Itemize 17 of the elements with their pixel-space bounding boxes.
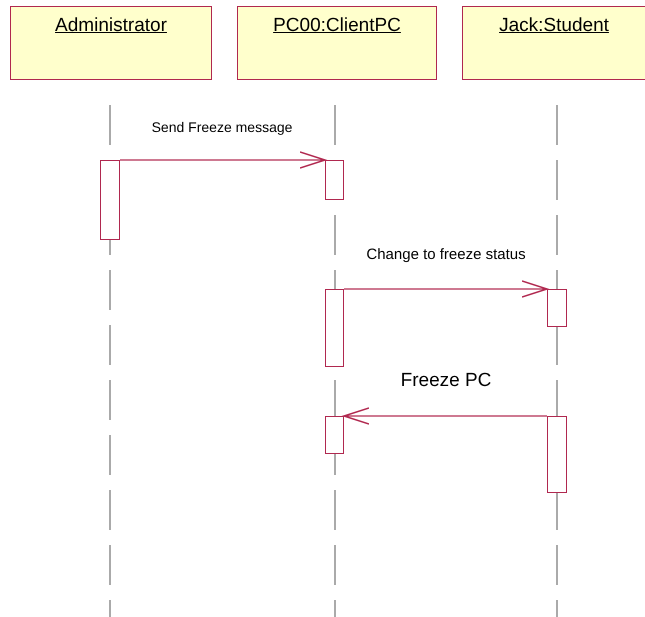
activation-bar <box>100 160 120 240</box>
message-label: Change to freeze status <box>366 247 526 264</box>
object-name: Administrator <box>55 15 167 37</box>
message-arrow <box>344 280 548 298</box>
activation-bar <box>325 289 344 367</box>
message-label: Send Freeze message <box>152 120 292 136</box>
object-name: PC00:ClientPC <box>273 15 401 37</box>
object-box <box>10 6 212 80</box>
activation-bar <box>325 416 344 454</box>
object-name: Jack:Student <box>499 15 609 37</box>
message-arrow <box>120 151 326 169</box>
object-box <box>462 6 645 80</box>
message-arrow <box>343 407 547 425</box>
object-box <box>237 6 437 80</box>
activation-bar <box>547 289 567 327</box>
activation-bar <box>547 416 567 493</box>
activation-bar <box>325 160 344 200</box>
